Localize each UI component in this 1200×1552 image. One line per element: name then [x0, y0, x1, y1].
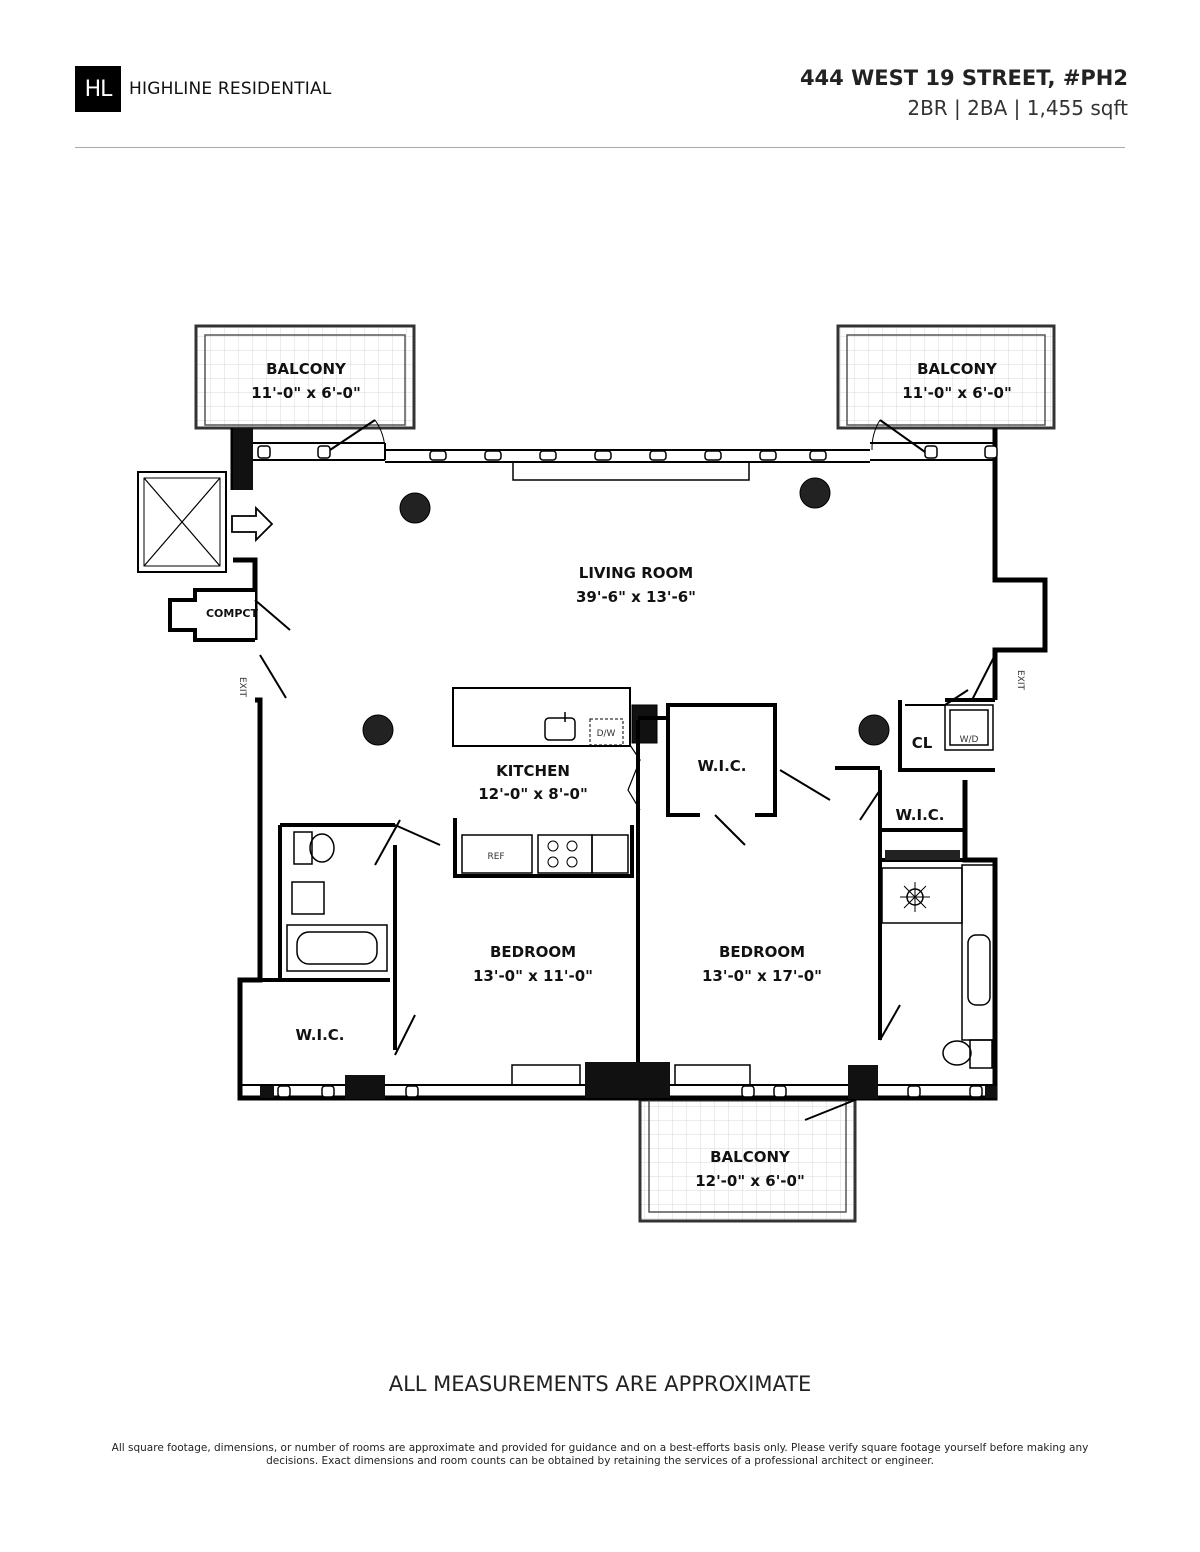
fan-icon	[900, 882, 930, 912]
bath-2-counter	[885, 850, 960, 860]
south-columns	[260, 1062, 997, 1099]
disclaimer-text: All square footage, dimensions, or numbe…	[111, 1442, 1089, 1467]
closet-label: CL	[912, 734, 933, 752]
kitchen-fixtures	[452, 687, 658, 878]
compactor-room	[168, 588, 291, 642]
compactor-label: COMPCT	[206, 607, 259, 620]
balcony-south-dims: 12'-0" x 6'-0"	[695, 1172, 805, 1190]
wic-3-label: W.I.C.	[295, 1026, 344, 1044]
doors	[374, 689, 969, 1121]
header-divider	[75, 147, 1125, 148]
balcony-ne	[836, 324, 1056, 430]
balcony-ne-name: BALCONY	[917, 360, 998, 378]
north-window-wall	[233, 419, 998, 481]
exit-label-left: EXIT	[237, 677, 247, 698]
wic-1-label: W.I.C.	[697, 757, 746, 775]
refrigerator-label: REF	[487, 852, 504, 862]
listing-address: 444 WEST 19 STREET, #PH2	[799, 66, 1128, 90]
wic-2-label: W.I.C.	[895, 806, 944, 824]
columns	[362, 477, 890, 746]
measurements-note: ALL MEASUREMENTS ARE APPROXIMATE	[388, 1372, 812, 1396]
balcony-south-name: BALCONY	[710, 1148, 791, 1166]
exit-door-right	[971, 654, 996, 701]
logo-mark: HL	[75, 66, 121, 112]
bedroom-1-name: BEDROOM	[490, 943, 576, 961]
living-room-dims: 39'-6" x 13'-6"	[576, 588, 696, 606]
bathroom-1-fixtures	[286, 831, 388, 972]
exit-door-left	[259, 654, 287, 699]
elevator	[137, 471, 227, 573]
bedroom-1-dims: 13'-0" x 11'-0"	[473, 967, 593, 985]
listing-summary: 2BR | 2BA | 1,455 sqft	[907, 96, 1128, 120]
bedroom-2-dims: 13'-0" x 17'-0"	[702, 967, 822, 985]
washer-dryer-label: W/D	[960, 735, 979, 745]
bedroom-2-name: BEDROOM	[719, 943, 805, 961]
kitchen-dims: 12'-0" x 8'-0"	[478, 785, 588, 803]
listing-header: 444 WEST 19 STREET, #PH2 2BR | 2BA | 1,4…	[800, 66, 1128, 120]
balcony-nw-dims: 11'-0" x 6'-0"	[251, 384, 361, 402]
balcony-nw-name: BALCONY	[266, 360, 347, 378]
living-room-name: LIVING ROOM	[579, 564, 693, 582]
exit-label-right: EXIT	[1015, 670, 1025, 691]
nw-column	[233, 428, 253, 490]
dishwasher-label: D/W	[597, 729, 616, 739]
balcony-nw	[194, 324, 416, 430]
entry-arrow-icon	[231, 505, 274, 543]
brand-name: HIGHLINE RESIDENTIAL	[129, 79, 332, 99]
kitchen-name: KITCHEN	[496, 762, 570, 780]
brand-logo: HL HIGHLINE RESIDENTIAL	[75, 66, 332, 112]
balcony-ne-dims: 11'-0" x 6'-0"	[902, 384, 1012, 402]
